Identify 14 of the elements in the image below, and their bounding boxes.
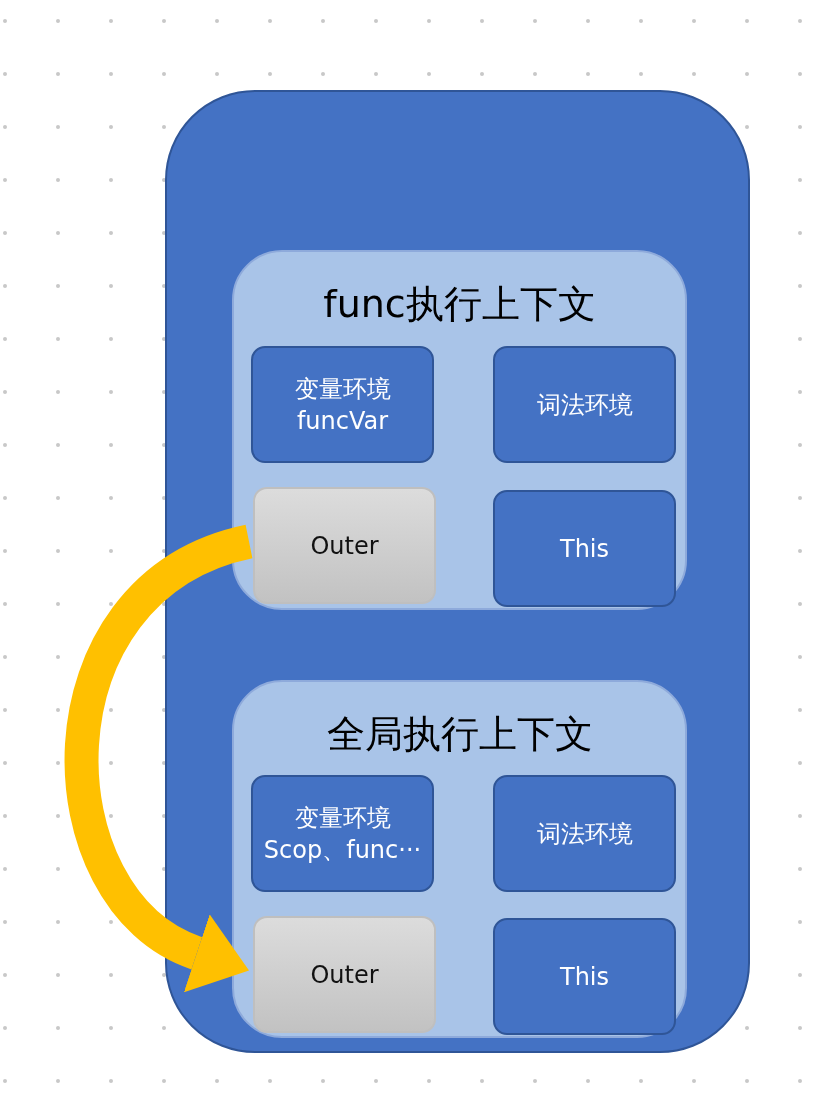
context-panel — [232, 680, 687, 1038]
env-box: This — [493, 918, 676, 1035]
env-box: This — [493, 490, 676, 607]
env-box: 变量环境 Scop、func··· — [251, 775, 434, 892]
outer-box: Outer — [253, 487, 436, 604]
env-box: 变量环境 funcVar — [251, 346, 434, 463]
context-panel — [232, 250, 687, 610]
env-box: 词法环境 — [493, 346, 676, 463]
panel-title: func执行上下文 — [322, 281, 597, 328]
outer-box: Outer — [253, 916, 436, 1033]
container-box — [165, 90, 750, 1053]
panel-title: 全局执行上下文 — [325, 711, 594, 758]
env-box: 词法环境 — [493, 775, 676, 892]
curved-arrow — [65, 525, 255, 990]
